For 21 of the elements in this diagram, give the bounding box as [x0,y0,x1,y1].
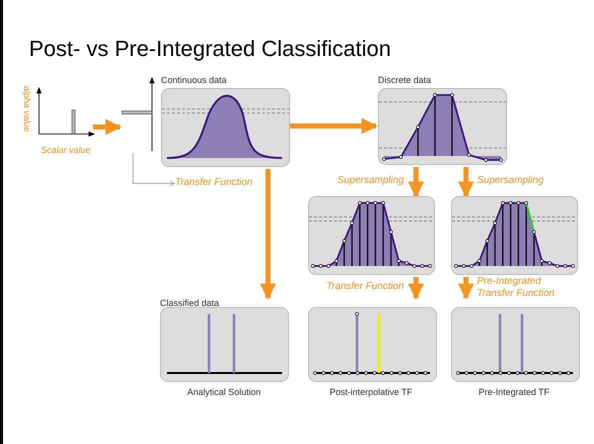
edge-label: Transfer Function [325,280,405,292]
panel-heading: Classified data [160,298,220,309]
annotation: Transfer Function [175,177,253,189]
panel-caption: Pre-Integrated TF [478,387,550,398]
arrow [458,277,474,300]
slide-title: Post- vs Pre-Integrated Classification [29,36,391,62]
arrow [408,277,424,300]
axis-label: Scalar value [41,144,91,156]
arrow [260,169,276,300]
arrow [93,119,122,135]
edge-label: Supersampling [336,174,405,186]
panel-caption: Analytical Solution [186,387,262,398]
axis-label: alpha value [21,86,33,132]
arrow [408,167,424,198]
arrow [458,167,474,198]
panel-heading: Continuous data [161,75,227,86]
leader-line [132,152,175,186]
arrow [290,118,378,134]
panel-caption: Post-interpolative TF [328,387,414,398]
edge-label: Supersampling [476,174,545,186]
panel-heading: Discrete data [378,75,432,86]
